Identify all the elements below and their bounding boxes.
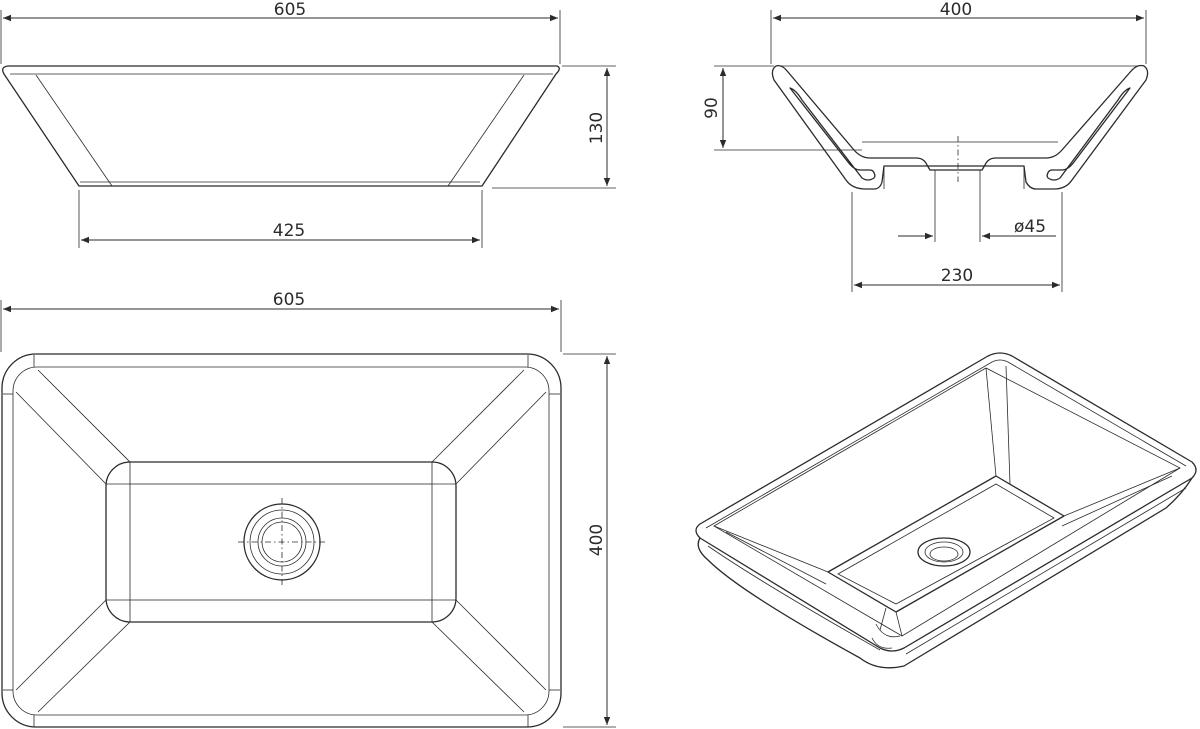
dimension-drain-diameter: ø45 [898, 190, 1056, 242]
dim-text-side-depth: 90 [702, 97, 722, 119]
dimension-side-depth: 90 [702, 65, 862, 151]
dim-text-front-width: 605 [274, 0, 306, 20]
dim-text-drain-diameter: ø45 [1014, 217, 1046, 237]
section-profile [771, 64, 1149, 190]
dimension-top-width: 605 [0, 290, 562, 352]
isometric-view [695, 352, 1197, 669]
dim-text-side-width: 400 [940, 0, 972, 20]
dimension-front-width: 605 [0, 0, 561, 64]
dimension-front-height: 130 [492, 65, 616, 189]
dim-text-side-base: 230 [941, 266, 973, 286]
dimension-front-base: 425 [78, 190, 483, 248]
dimension-top-depth: 400 [563, 353, 616, 728]
top-view: 605 400 [0, 290, 616, 728]
dim-text-top-width: 605 [273, 290, 305, 310]
front-view: 605 130 425 [0, 0, 616, 248]
iso-drain-outer [917, 537, 971, 567]
section-cavity-right [1046, 87, 1131, 181]
dimension-side-width: 400 [770, 0, 1147, 64]
dimension-side-base: 230 [851, 192, 1063, 292]
side-section-view: 400 90 ø45 230 [702, 0, 1149, 292]
dim-text-front-height: 130 [587, 112, 607, 144]
section-cavity-left [789, 87, 876, 181]
dim-text-front-base: 425 [273, 221, 305, 241]
dim-text-top-depth: 400 [587, 524, 607, 556]
